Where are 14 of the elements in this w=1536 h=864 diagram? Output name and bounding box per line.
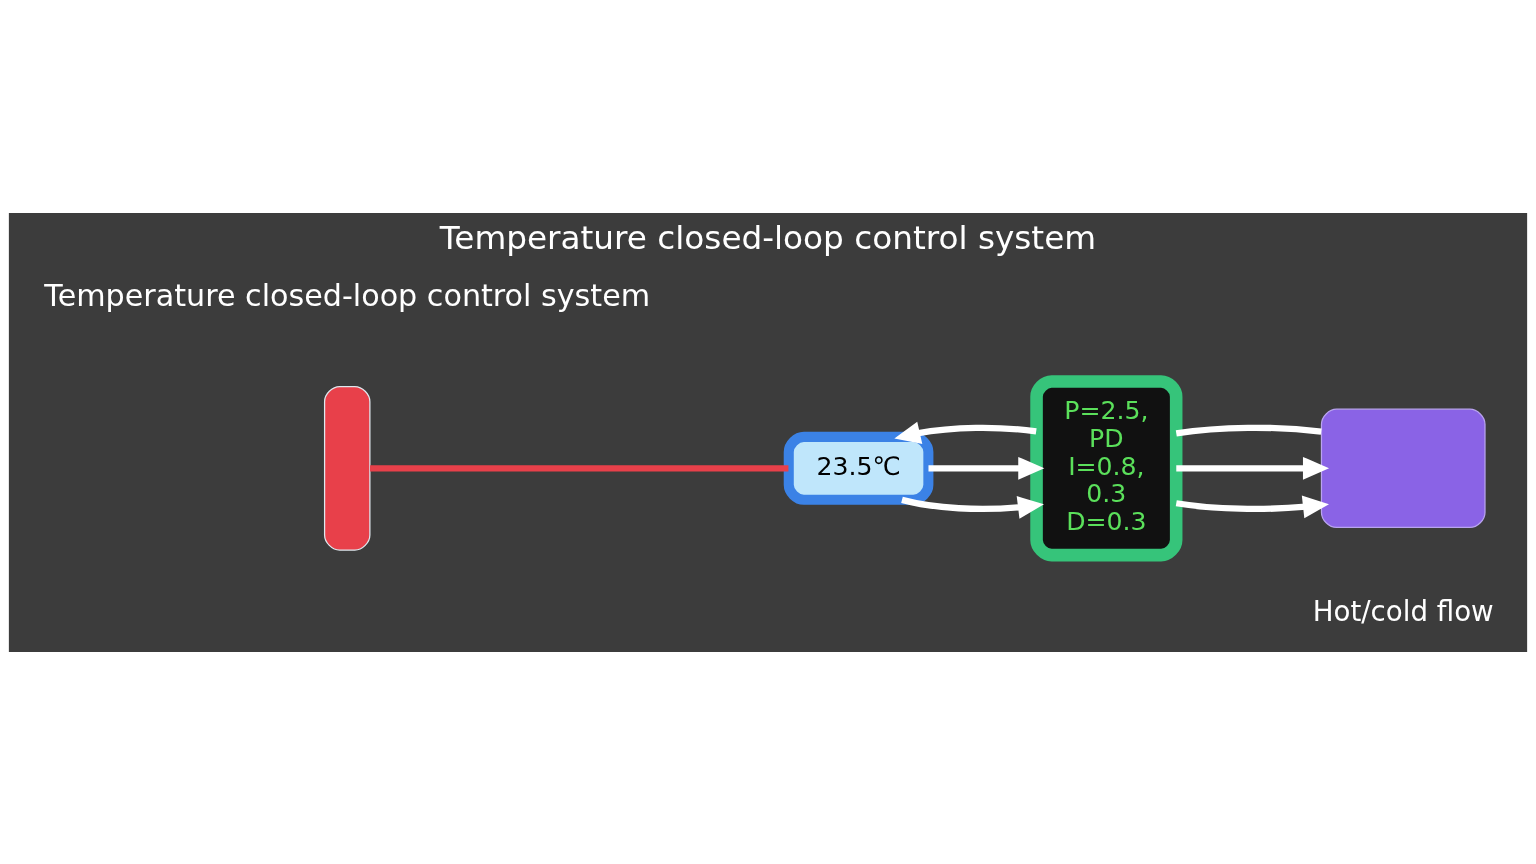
connector	[1175, 424, 1322, 437]
diagram-title: Temperature closed-loop control system	[439, 218, 1097, 257]
node-box: 23.5℃	[783, 431, 934, 505]
node-box	[323, 385, 371, 551]
arrow	[928, 456, 1045, 480]
connector	[370, 464, 789, 471]
arrow	[894, 421, 1037, 444]
arrow	[1175, 495, 1329, 518]
label: Temperature closed-loop control system	[44, 277, 651, 313]
arrow	[901, 495, 1044, 519]
node-label: Hot/cold flow	[1312, 594, 1494, 628]
node-box	[1320, 408, 1486, 528]
node-box: P=2.5, PD I=0.8, 0.3 D=0.3	[1030, 374, 1183, 561]
arrow	[1176, 456, 1330, 480]
